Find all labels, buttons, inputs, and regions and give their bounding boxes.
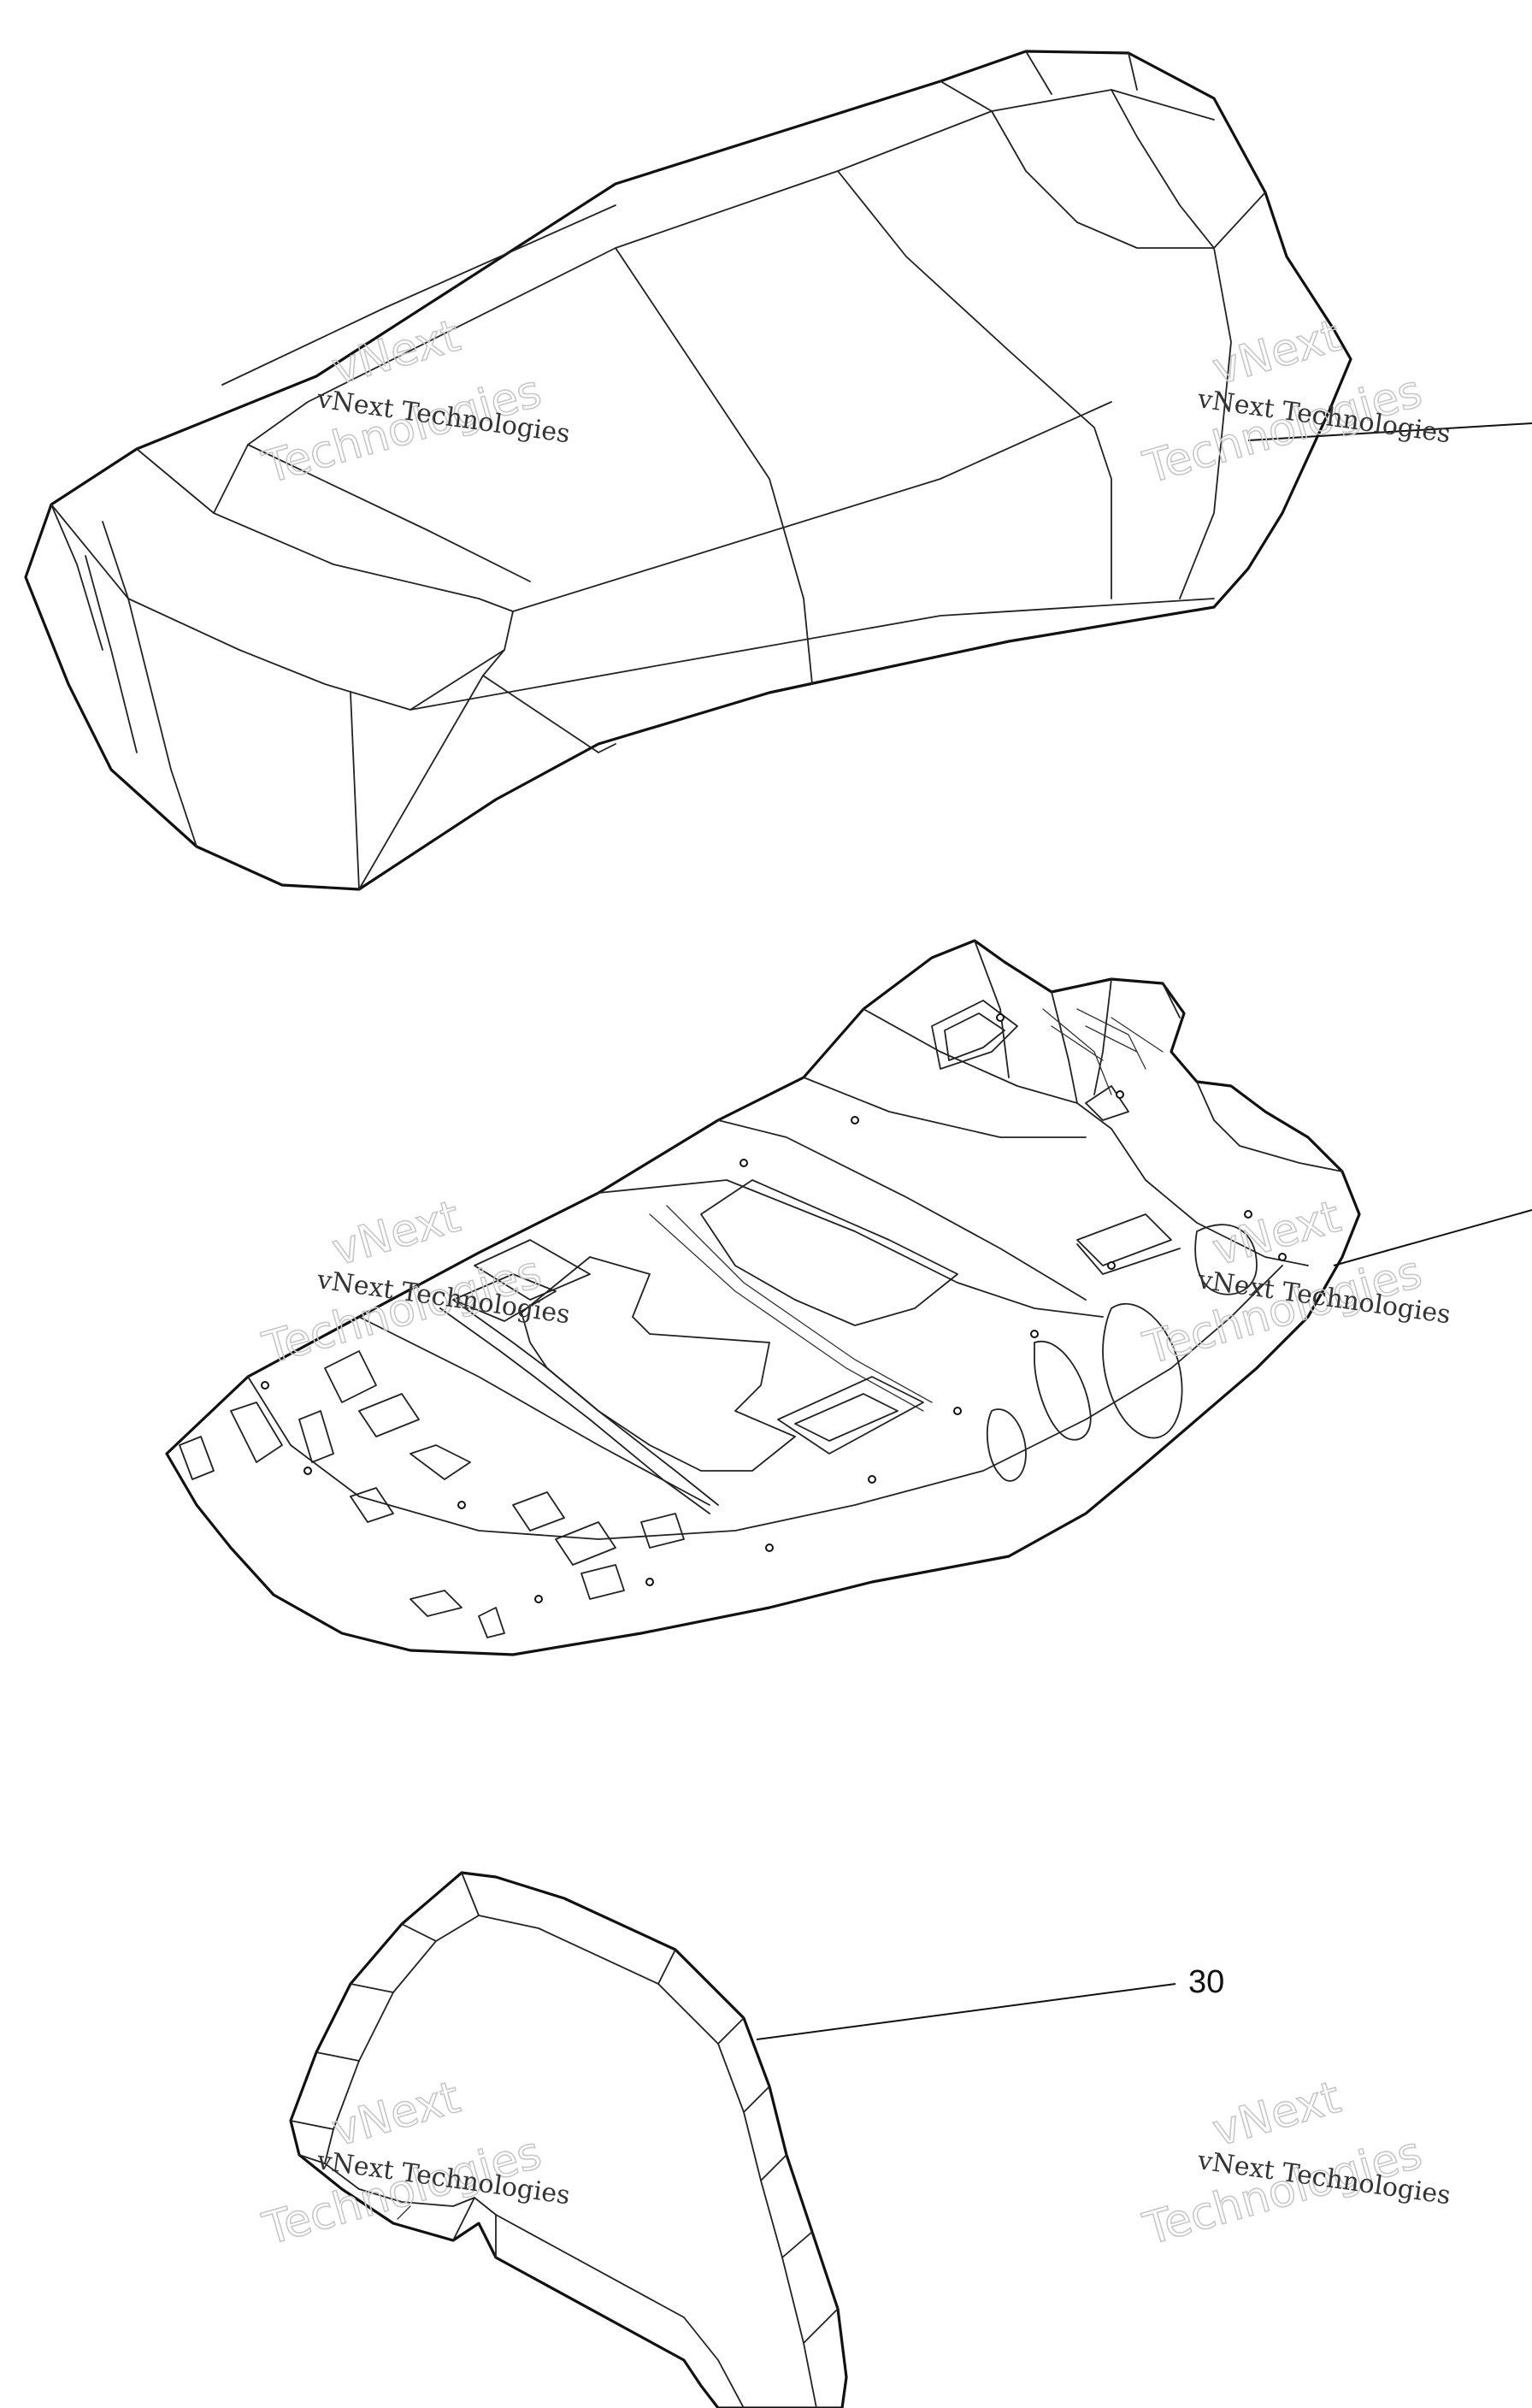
seat-cushion-part [24, 50, 1532, 891]
callout-number-30: 30 [1188, 1964, 1224, 2000]
backrest-pad-part: 30 [289, 1871, 1224, 2408]
seat-base-pan-part [165, 939, 1532, 1656]
watermark-bottom-right: vNext Technologies vNext Technologies [1137, 2071, 1452, 2256]
watermark-large-text: vNext [327, 1191, 466, 1277]
watermark-large-text: vNext [1207, 2072, 1346, 2157]
